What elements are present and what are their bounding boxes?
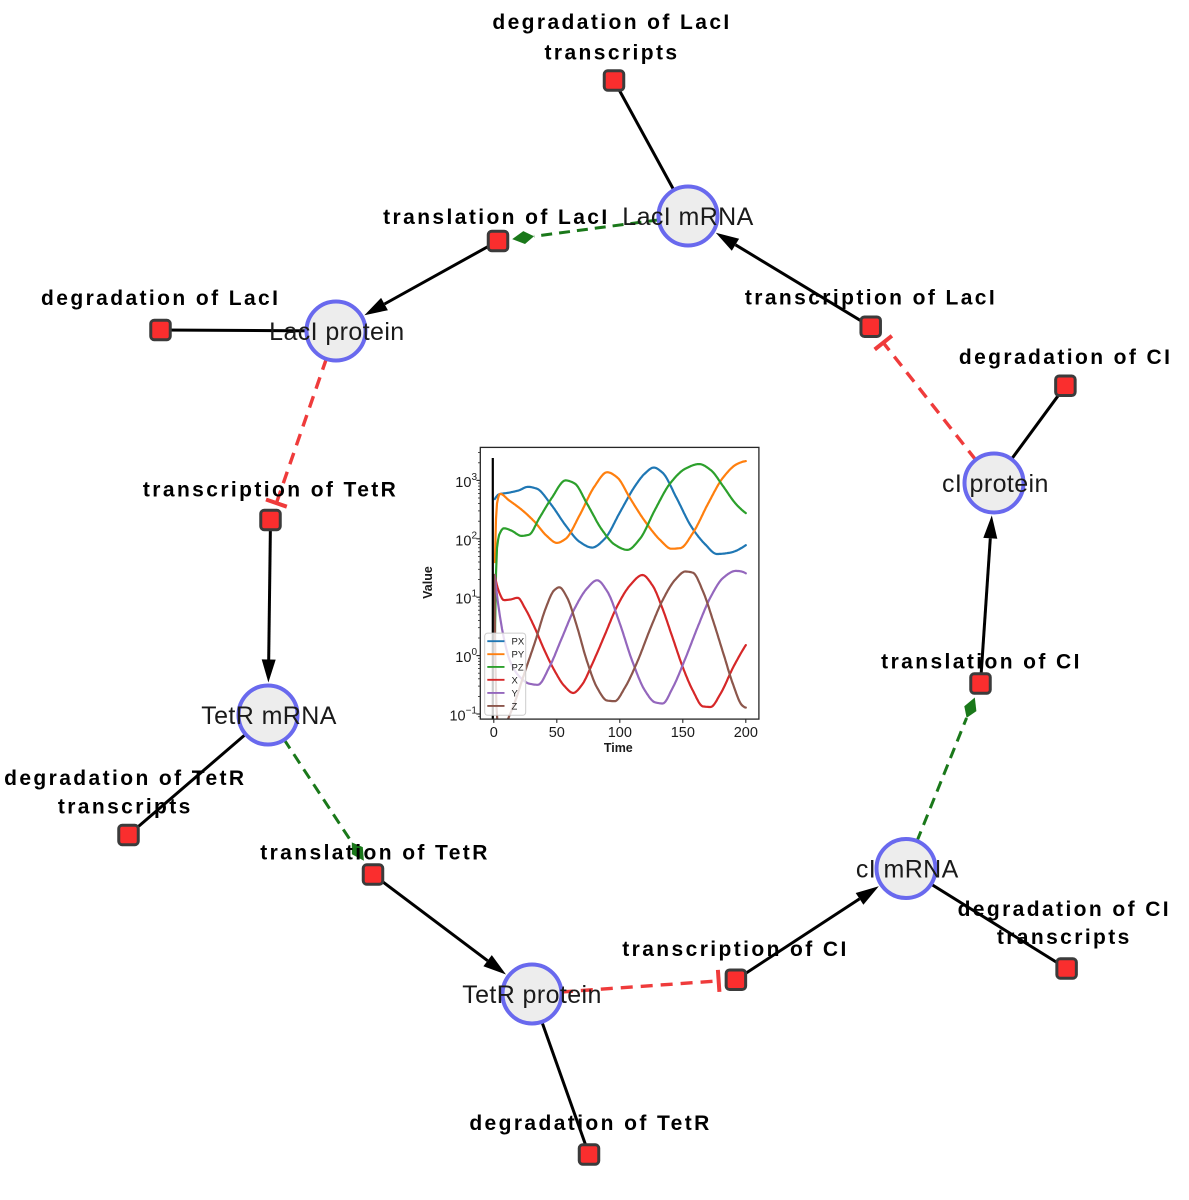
svg-text:transcripts: transcripts bbox=[997, 926, 1132, 949]
svg-text:Time: Time bbox=[604, 741, 633, 755]
svg-text:0: 0 bbox=[490, 725, 498, 741]
svg-text:LacI protein: LacI protein bbox=[269, 318, 404, 346]
svg-text:transcripts: transcripts bbox=[58, 796, 193, 819]
svg-text:PX: PX bbox=[512, 637, 525, 648]
svg-text:X: X bbox=[512, 675, 519, 686]
svg-text:103: 103 bbox=[455, 472, 477, 491]
svg-text:10−1: 10−1 bbox=[449, 706, 477, 725]
svg-text:PY: PY bbox=[512, 650, 525, 661]
svg-text:TetR mRNA: TetR mRNA bbox=[201, 702, 337, 730]
svg-text:transcripts: transcripts bbox=[545, 42, 680, 65]
svg-text:degradation of LacI: degradation of LacI bbox=[41, 287, 280, 310]
svg-text:102: 102 bbox=[455, 530, 477, 549]
svg-text:cI mRNA: cI mRNA bbox=[856, 856, 959, 884]
svg-text:Value: Value bbox=[421, 566, 435, 599]
svg-text:50: 50 bbox=[549, 725, 565, 741]
svg-text:transcription of LacI: transcription of LacI bbox=[745, 287, 997, 310]
svg-text:degradation of LacI: degradation of LacI bbox=[492, 11, 731, 34]
svg-text:degradation of CI: degradation of CI bbox=[959, 346, 1172, 369]
svg-text:translation of TetR: translation of TetR bbox=[260, 842, 490, 865]
svg-text:degradation of TetR: degradation of TetR bbox=[469, 1112, 711, 1135]
svg-text:101: 101 bbox=[455, 589, 477, 608]
svg-text:Z: Z bbox=[512, 701, 518, 712]
svg-text:200: 200 bbox=[734, 725, 758, 741]
svg-text:cI protein: cI protein bbox=[942, 470, 1049, 498]
svg-text:100: 100 bbox=[455, 647, 477, 666]
svg-text:transcription of CI: transcription of CI bbox=[622, 938, 848, 961]
svg-text:LacI mRNA: LacI mRNA bbox=[622, 203, 753, 231]
svg-text:degradation of TetR: degradation of TetR bbox=[4, 767, 246, 790]
svg-text:150: 150 bbox=[671, 725, 695, 741]
svg-text:PZ: PZ bbox=[512, 662, 524, 673]
svg-text:Y: Y bbox=[512, 688, 519, 699]
svg-text:degradation of CI: degradation of CI bbox=[958, 898, 1171, 921]
svg-text:translation of CI: translation of CI bbox=[881, 650, 1082, 673]
svg-text:translation of LacI: translation of LacI bbox=[383, 206, 609, 229]
svg-text:TetR protein: TetR protein bbox=[462, 981, 602, 1009]
svg-text:100: 100 bbox=[608, 725, 632, 741]
svg-text:transcription of TetR: transcription of TetR bbox=[143, 478, 398, 501]
